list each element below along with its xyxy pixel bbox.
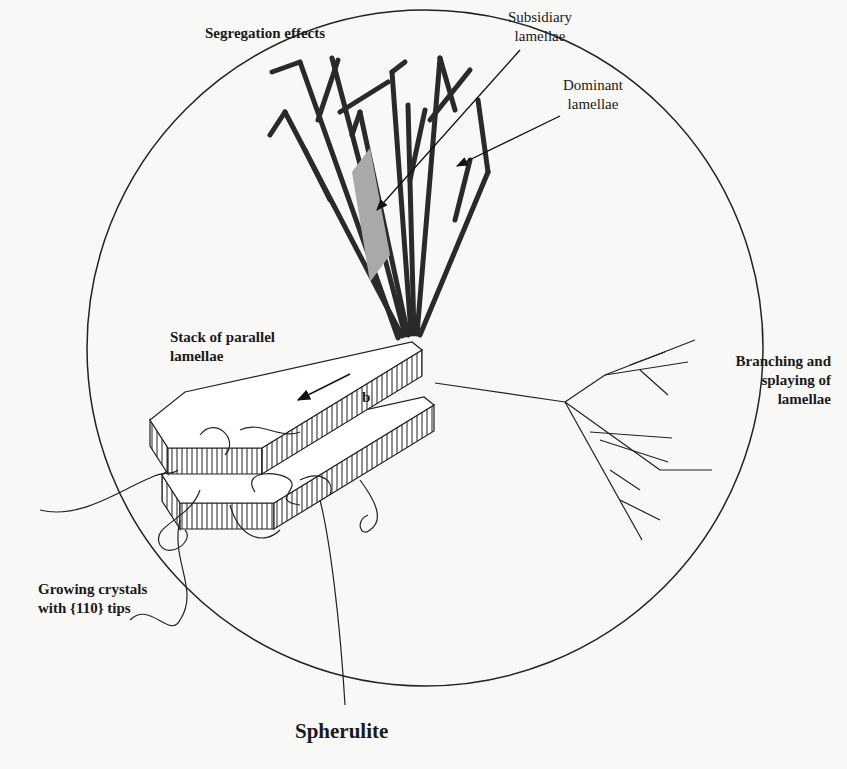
caption: Spherulite [295,718,388,744]
callout-label: Branching and splaying of lamellae [735,352,831,408]
branching-lamellae [435,340,712,540]
leader-line [457,116,560,166]
leader-line [377,50,520,210]
chain-molecules [40,427,377,705]
lamellae-fan [270,58,488,338]
spherulite-outline [87,10,763,686]
callout-label: Growing crystals with {110} tips [38,580,153,618]
axis-arrow [298,374,350,400]
segregated-region [352,148,390,282]
callout-label: Subsidiary lamellae [495,8,585,46]
callout-label: Dominant lamellae [548,76,638,114]
lamella-stack [150,342,434,529]
callout-label: Stack of parallel lamellae [170,328,295,366]
heading-label: Segregation effects [205,24,375,43]
axis-label: b [362,388,376,407]
